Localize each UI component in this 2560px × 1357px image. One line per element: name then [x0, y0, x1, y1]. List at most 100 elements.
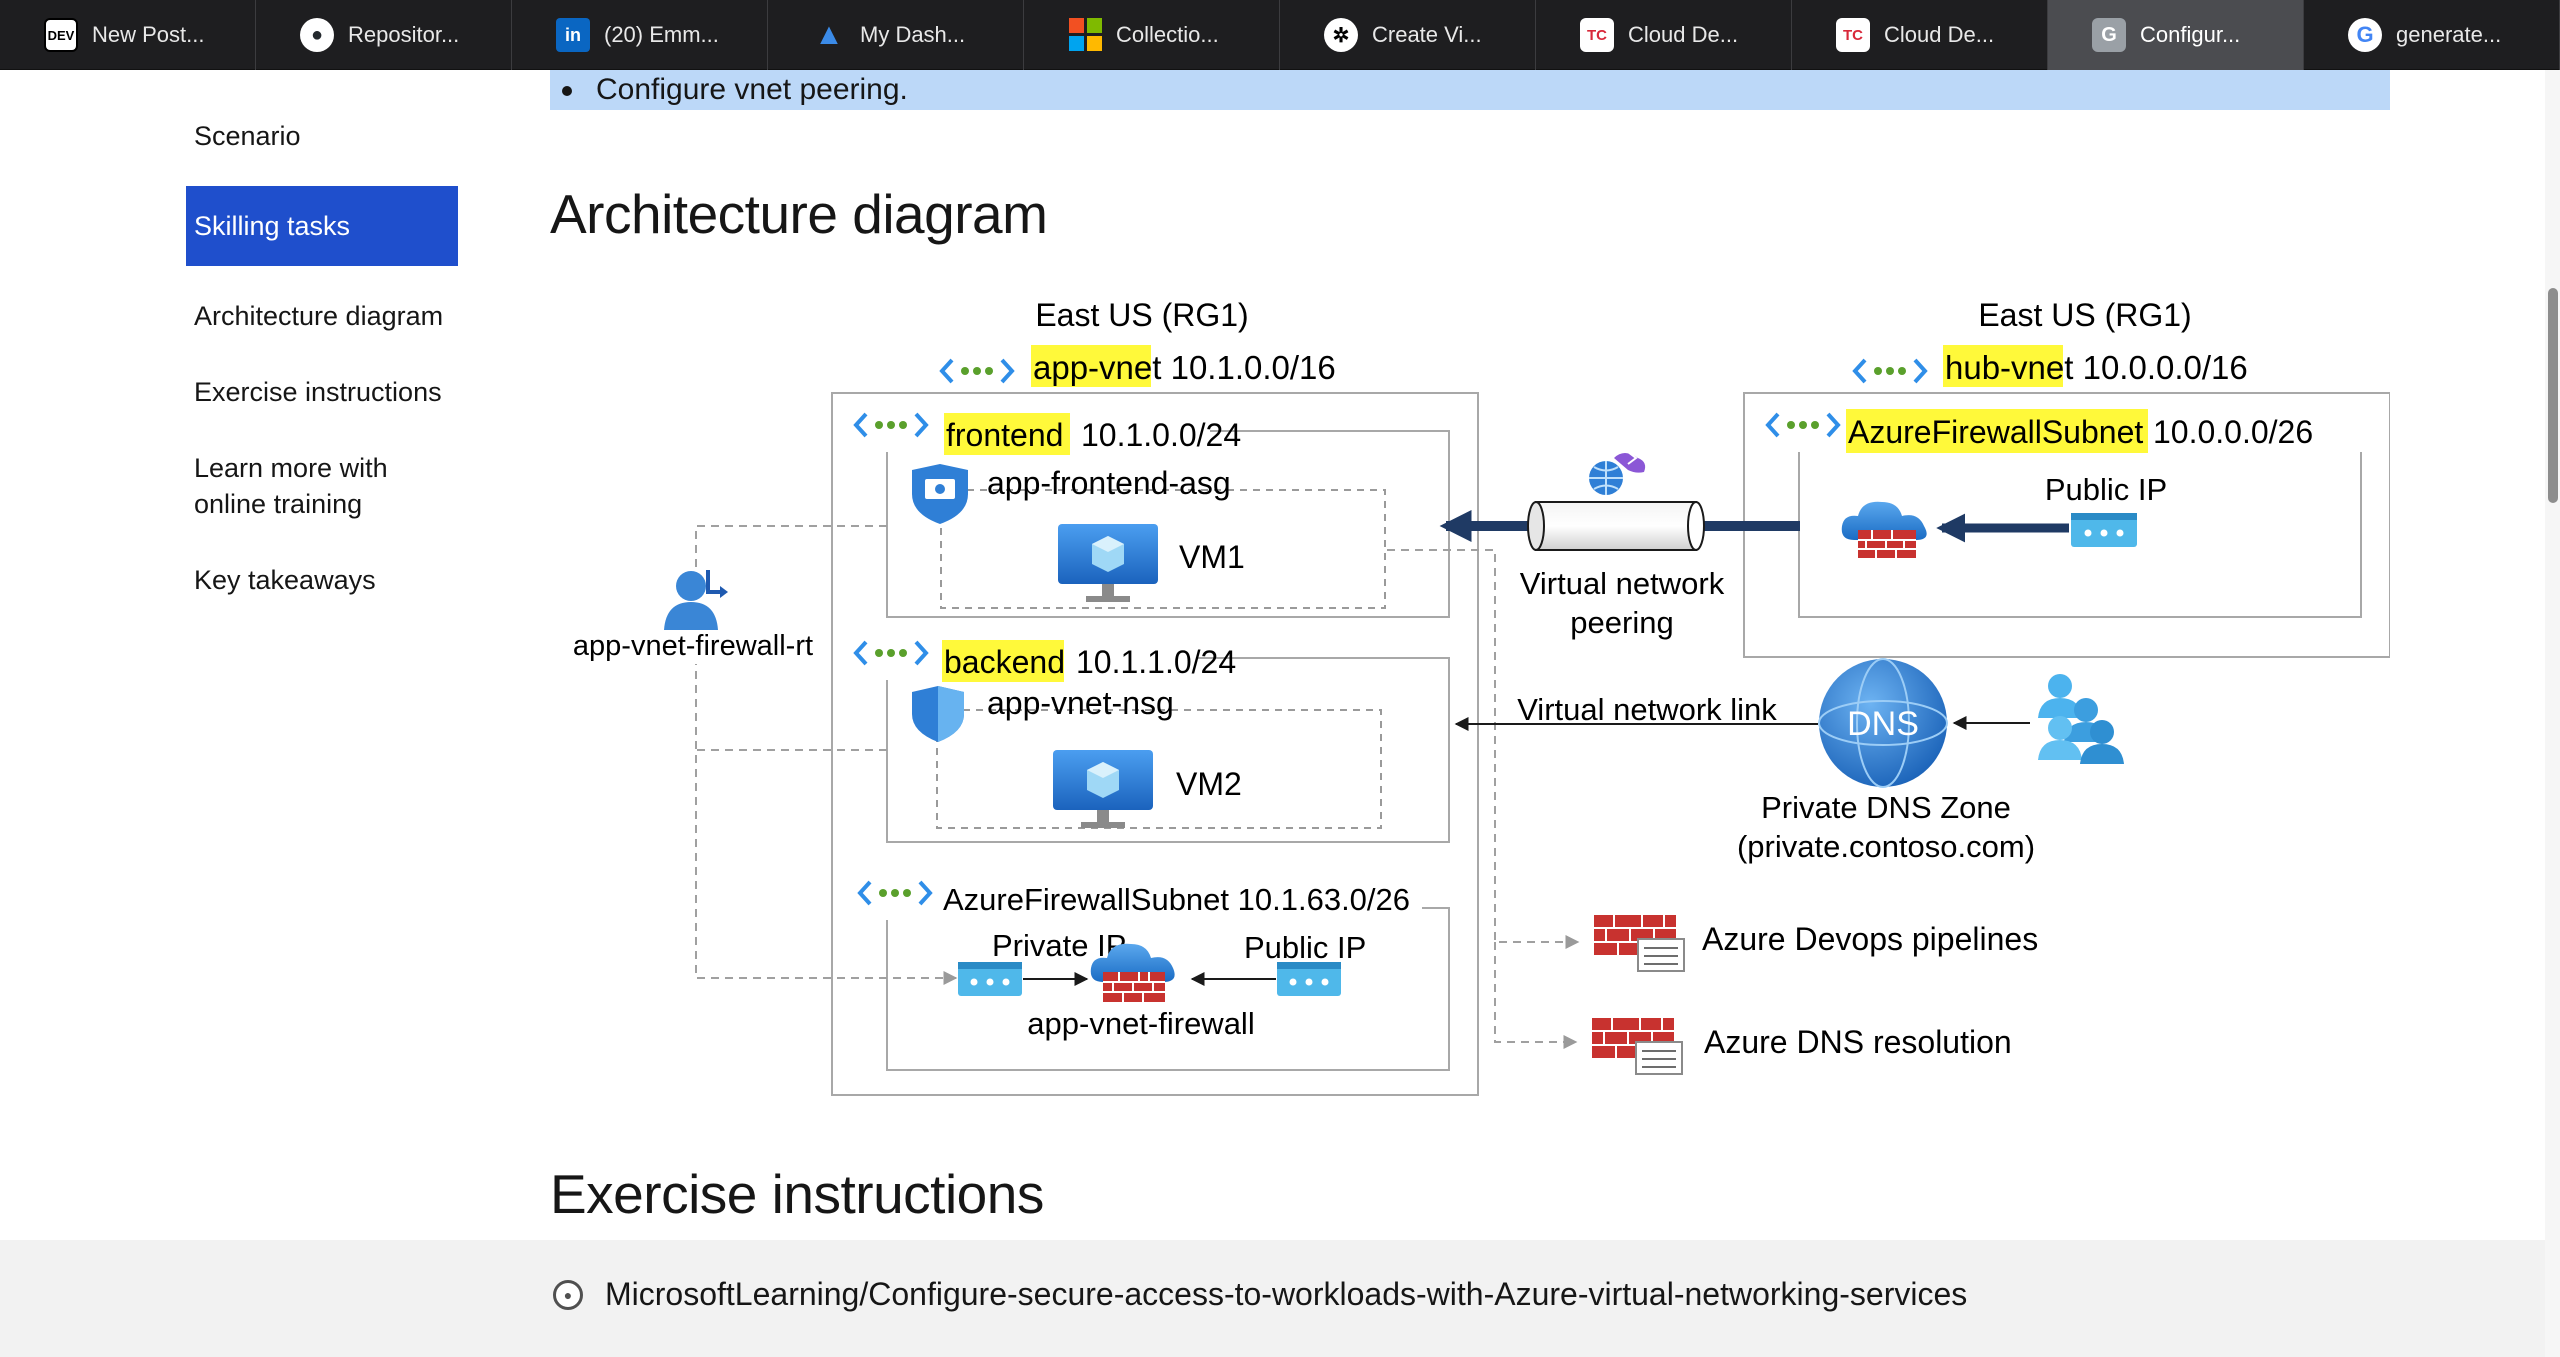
- app-region-label: East US (RG1): [1035, 297, 1248, 333]
- dns-zone-label-line2: (private.contoso.com): [1737, 829, 2035, 864]
- nav-item-skilling-tasks[interactable]: Skilling tasks: [186, 186, 458, 266]
- tc-icon: TC: [1580, 18, 1614, 52]
- backend-cidr: 10.1.1.0/24: [1076, 644, 1236, 680]
- repo-footer-band: [0, 1240, 2545, 1357]
- tab-label: Cloud De...: [1628, 22, 1739, 47]
- vnet-icon-frontend: [853, 412, 929, 438]
- app-firewall-label: app-vnet-firewall: [1027, 1006, 1254, 1041]
- azure-icon: ▲: [814, 18, 844, 51]
- dns-resolution-label: Azure DNS resolution: [1704, 1024, 2012, 1060]
- tab-label: (20) Emm...: [604, 22, 719, 47]
- peering-globe-icon: [1589, 451, 1646, 495]
- microsoft-icon: [1068, 18, 1102, 52]
- g-icon: G: [2092, 18, 2126, 52]
- vnet-icon-backend: [853, 640, 929, 666]
- architecture-diagram: East US (RG1) East US (RG1) app-vnet 10.…: [570, 297, 2390, 1096]
- tab-cloud-de-2[interactable]: TC Cloud De...: [1792, 0, 2048, 70]
- nsg-boundary: [936, 709, 1382, 829]
- openai-icon: ✲: [1324, 18, 1358, 52]
- tab-label: New Post...: [92, 22, 205, 47]
- github-icon: ●: [553, 1279, 583, 1310]
- exercise-instructions-heading: Exercise instructions: [550, 1163, 1044, 1225]
- frontend-label: frontend: [946, 417, 1063, 453]
- hub-firewall-subnet-label: AzureFirewallSubnet: [1848, 414, 2143, 450]
- nav-item-key-takeaways[interactable]: Key takeaways: [194, 565, 376, 595]
- nav-item-architecture-diagram[interactable]: Architecture diagram: [194, 301, 444, 331]
- public-ip-label-hub: Public IP: [2045, 472, 2167, 507]
- app-firewall-icon: [1090, 943, 1175, 1002]
- tab-label: Repositor...: [348, 22, 460, 47]
- skilling-task-bullet: Configure vnet peering.: [562, 73, 908, 106]
- app-vnet-boundary: [831, 392, 1479, 1096]
- vm2-label: VM2: [1176, 766, 1242, 802]
- route-path-frontend: [695, 525, 958, 985]
- github-icon: ●: [300, 18, 334, 52]
- vm1-label: VM1: [1179, 539, 1245, 575]
- tab-collections[interactable]: Collectio...: [1024, 0, 1280, 70]
- hub-firewall-icon: [1841, 501, 1927, 558]
- vnet-icon-hub-firewall-subnet: [1765, 412, 1841, 438]
- peering-label-line1: Virtual network: [1520, 566, 1725, 601]
- tab-cloud-de-1[interactable]: TC Cloud De...: [1536, 0, 1792, 70]
- frontend-highlight: [944, 413, 1070, 455]
- tab-generate[interactable]: G generate...: [2304, 0, 2560, 70]
- tab-label: My Dash...: [860, 22, 966, 47]
- route-table-label: app-vnet-firewall-rt: [573, 630, 813, 662]
- app-firewall-subnet-label: AzureFirewallSubnet 10.1.63.0/26: [943, 882, 1410, 917]
- tab-new-post[interactable]: DEV New Post...: [0, 0, 256, 70]
- bullet-highlight-band: [550, 70, 2390, 110]
- linkedin-icon: in: [556, 18, 590, 52]
- nav-item-learn-more[interactable]: Learn more with online training: [194, 453, 388, 519]
- hub-region-label: East US (RG1): [1978, 297, 2191, 333]
- tc-icon: TC: [1836, 18, 1870, 52]
- dns-badge-text: DNS: [1847, 705, 1919, 743]
- frontend-cidr: 10.1.0.0/24: [1081, 417, 1241, 453]
- backend-label: backend: [944, 644, 1065, 680]
- browser-tab-strip: DEV New Post... ● Repositor... in (20) E…: [0, 0, 2560, 70]
- firewall-rules-icon-dns-resolution: [1592, 1018, 1683, 1075]
- nsg-shield-icon: [912, 686, 964, 742]
- peering-label-line2: peering: [1570, 605, 1673, 640]
- app-vnet-label: app-vnet 10.1.0.0/16: [1033, 349, 1336, 386]
- backend-highlight: [942, 640, 1064, 682]
- vnet-icon-hub: [1852, 358, 1928, 384]
- private-ip-label: Private IP: [992, 928, 1126, 963]
- dashed-path-to-dns-resolution: [1494, 942, 1578, 1049]
- tab-label: generate...: [2396, 22, 2502, 47]
- nav-item-scenario[interactable]: Scenario: [194, 121, 301, 151]
- repo-link[interactable]: MicrosoftLearning/Configure-secure-acces…: [605, 1276, 1968, 1312]
- firewall-rules-icon-devops: [1594, 915, 1685, 972]
- private-ip-icon: [958, 962, 1022, 996]
- tab-my-dashboard[interactable]: ▲ My Dash...: [768, 0, 1024, 70]
- tab-repository[interactable]: ● Repositor...: [256, 0, 512, 70]
- app-firewall-label-bg: [856, 876, 1422, 920]
- scrollbar-thumb[interactable]: [2548, 288, 2558, 503]
- public-ip-icon-hub: [2071, 513, 2137, 547]
- frontend-asg-label: app-frontend-asg: [987, 465, 1231, 501]
- tab-create-vi[interactable]: ✲ Create Vi...: [1280, 0, 1536, 70]
- tab-label: Collectio...: [1116, 22, 1219, 47]
- vnet-icon-app-firewall-subnet: [857, 880, 933, 906]
- hub-vnet-label: hub-vnet 10.0.0.0/16: [1945, 349, 2248, 386]
- dns-globe-icon: [1818, 658, 1948, 788]
- repo-link-row: ● MicrosoftLearning/Configure-secure-acc…: [553, 1276, 1967, 1313]
- public-ip-label-app: Public IP: [1244, 930, 1366, 965]
- vnet-icon-app: [939, 358, 1015, 384]
- hub-vnet-highlight: [1943, 345, 2063, 387]
- page-scrollbar[interactable]: [2545, 70, 2560, 1357]
- tab-label: Configur...: [2140, 22, 2241, 47]
- tab-linkedin[interactable]: in (20) Emm...: [512, 0, 768, 70]
- hub-firewall-subnet-cidr: 10.0.0.0/26: [2153, 414, 2313, 450]
- tab-label: Cloud De...: [1884, 22, 1995, 47]
- tab-configure[interactable]: G Configur...: [2048, 0, 2304, 70]
- devops-pipelines-label: Azure Devops pipelines: [1702, 921, 2038, 957]
- vnet-link-label: Virtual network link: [1517, 692, 1777, 727]
- route-table-user-icon: [664, 570, 728, 630]
- public-ip-icon-app: [1277, 962, 1341, 996]
- frontend-subnet-boundary: [886, 430, 1450, 618]
- vm1-monitor-icon: [1058, 524, 1158, 602]
- tab-label: Create Vi...: [1372, 22, 1482, 47]
- backend-nsg-label: app-vnet-nsg: [987, 685, 1174, 721]
- nav-item-exercise-instructions[interactable]: Exercise instructions: [194, 377, 442, 407]
- hub-firewall-subnet-highlight: [1846, 409, 2148, 453]
